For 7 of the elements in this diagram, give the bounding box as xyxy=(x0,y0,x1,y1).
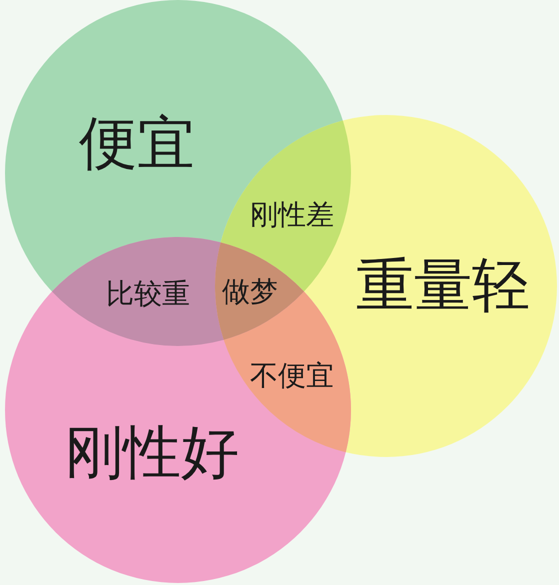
overlap-label: 比较重 xyxy=(106,280,190,308)
circle-label: 重量轻 xyxy=(356,256,530,314)
circle-label: 便宜 xyxy=(79,114,195,172)
overlap-label: 不便宜 xyxy=(250,362,334,390)
circle-label: 刚性好 xyxy=(65,423,239,481)
overlap-label: 做梦 xyxy=(222,278,278,306)
overlap-label: 刚性差 xyxy=(250,201,334,229)
